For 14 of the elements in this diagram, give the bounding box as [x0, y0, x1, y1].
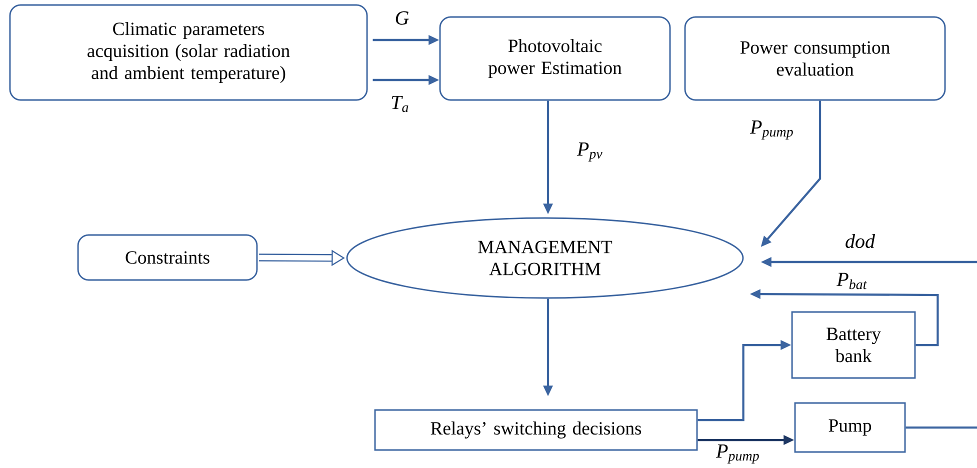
process-box: Constraints [77, 234, 258, 281]
process-box: Battery bank [791, 311, 916, 379]
process-box: Relays’ switching decisions [374, 409, 698, 451]
edge-label: P$_{pv}$ [576, 142, 602, 162]
process-box: Pump [794, 402, 906, 453]
edge-label: P$_{bat}$ [836, 272, 867, 290]
edge-label: dod [846, 234, 876, 248]
edge-label: P$_{pump}$ [750, 120, 793, 140]
process-box: Power consumption evaluation [684, 16, 946, 101]
process-box: Photovoltaic power Estimation [439, 16, 671, 101]
edge-label: T$_{a}$ [392, 96, 408, 112]
edge-label: G [396, 11, 409, 25]
process-box: Climatic parameters acquisition (solar radiation and ambient temperature) [9, 4, 368, 101]
edge-label: P$_{pump}$ [716, 444, 759, 464]
